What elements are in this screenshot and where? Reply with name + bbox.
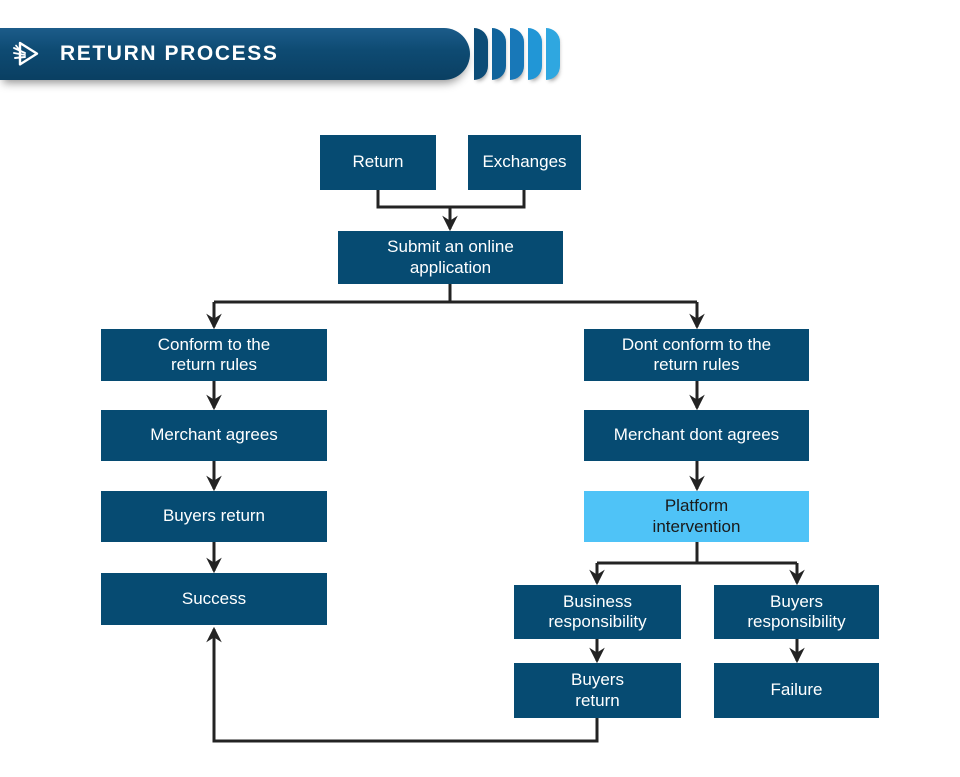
node-conform-return-rules[interactable]: Conform to the return rules: [101, 329, 327, 381]
header-banner: RETURN PROCESS: [0, 28, 470, 80]
node-platform-intervention[interactable]: Platform intervention: [584, 491, 809, 542]
play-triangle-logo-icon: [0, 28, 52, 80]
stripe-4: [528, 28, 542, 80]
node-failure[interactable]: Failure: [714, 663, 879, 718]
node-submit-application[interactable]: Submit an online application: [338, 231, 563, 284]
page-title: RETURN PROCESS: [60, 42, 279, 65]
node-success[interactable]: Success: [101, 573, 327, 625]
node-business-responsibility[interactable]: Business responsibility: [514, 585, 681, 639]
header-decorative-stripes: [474, 28, 560, 80]
node-buyers-responsibility[interactable]: Buyers responsibility: [714, 585, 879, 639]
node-exchanges[interactable]: Exchanges: [468, 135, 581, 190]
node-dont-conform-return-rules[interactable]: Dont conform to the return rules: [584, 329, 809, 381]
node-merchant-agrees[interactable]: Merchant agrees: [101, 410, 327, 461]
node-merchant-dont-agrees[interactable]: Merchant dont agrees: [584, 410, 809, 461]
node-buyers-return-right[interactable]: Buyers return: [514, 663, 681, 718]
stripe-1: [474, 28, 488, 80]
stripe-3: [510, 28, 524, 80]
node-return[interactable]: Return: [320, 135, 436, 190]
stripe-5: [546, 28, 560, 80]
node-buyers-return-left[interactable]: Buyers return: [101, 491, 327, 542]
stripe-2: [492, 28, 506, 80]
edge-return-exchanges-merge: [376, 190, 526, 209]
